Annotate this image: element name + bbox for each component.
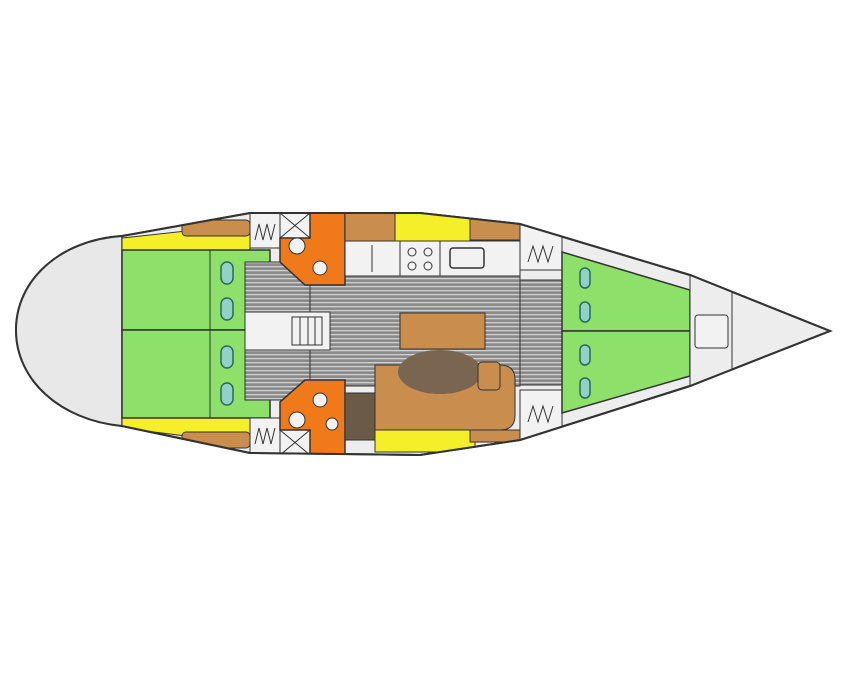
toilet-icon bbox=[288, 411, 306, 429]
porthole bbox=[579, 301, 591, 323]
sink-icon bbox=[312, 392, 328, 408]
sink-icon bbox=[312, 260, 328, 276]
porthole bbox=[220, 382, 234, 406]
porthole bbox=[220, 345, 234, 369]
porthole bbox=[220, 261, 234, 285]
storage-box-top bbox=[279, 213, 311, 239]
hanging-locker-fwd-top bbox=[519, 221, 563, 271]
galley-stool bbox=[477, 361, 501, 391]
galley-sink-icon bbox=[449, 247, 485, 269]
shower-icon bbox=[325, 417, 339, 431]
saloon-table-top bbox=[399, 312, 486, 350]
storage-box-bottom bbox=[279, 429, 311, 455]
toilet-icon bbox=[288, 237, 306, 255]
chart-cabinet bbox=[344, 392, 376, 441]
aft-portholes bbox=[220, 261, 234, 406]
porthole bbox=[220, 297, 234, 321]
stern-lazarette bbox=[16, 229, 123, 431]
saloon-table-dining bbox=[398, 350, 482, 394]
forward-portholes bbox=[579, 267, 591, 399]
galley-counter-brown bbox=[344, 213, 396, 242]
porthole bbox=[579, 377, 591, 399]
porthole bbox=[579, 344, 591, 366]
anchor-hatch bbox=[694, 314, 729, 349]
porthole bbox=[579, 267, 591, 289]
head-aft-bottom bbox=[279, 379, 346, 455]
stove-icon bbox=[399, 240, 441, 277]
